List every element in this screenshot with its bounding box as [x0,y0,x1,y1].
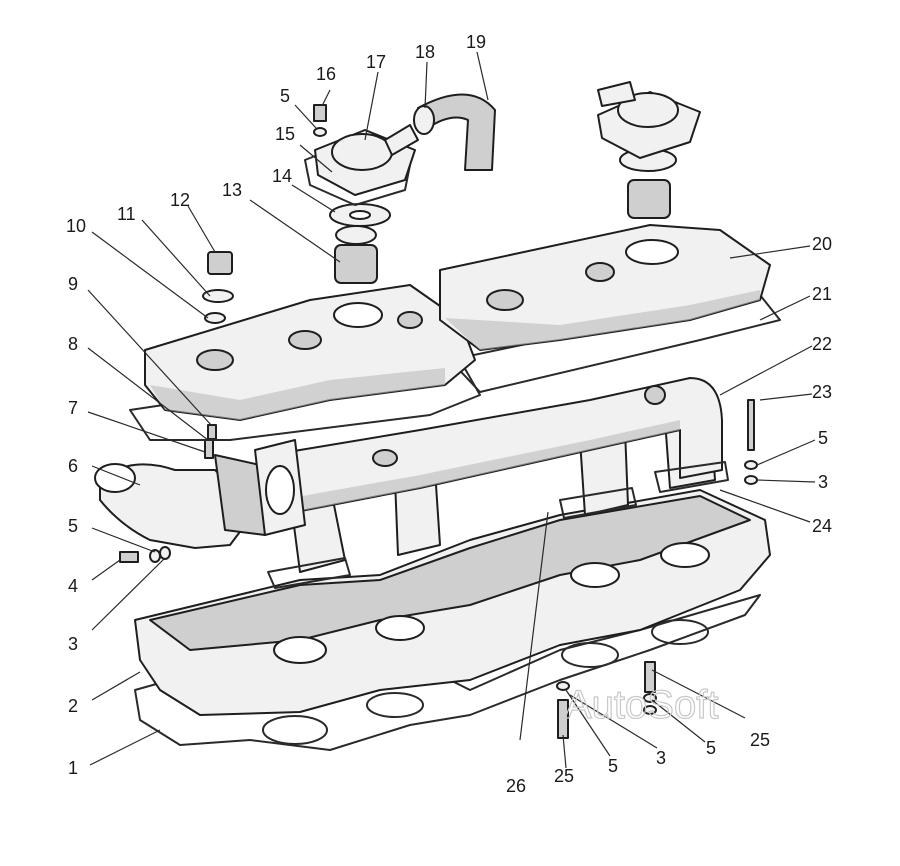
callout-15: 15 [275,124,295,144]
pipe-boss [644,385,666,405]
gasket-port [651,619,709,645]
callout-24: 24 [812,516,832,536]
cover-boss [288,330,322,350]
cover-boss [486,289,524,311]
breather-opening [625,239,679,265]
cover-boss [196,349,234,371]
washer-3-right [744,475,758,485]
breather-dome-right [617,92,679,128]
bolt-4 [119,551,139,563]
manifold-port [660,542,710,568]
riser-gasket [267,557,351,589]
stud-26 [519,511,549,741]
riser-gasket [654,461,729,493]
breather-spout-right [597,81,636,107]
callout-2: 2 [68,696,78,716]
callout-1: 1 [68,758,78,778]
breather-dome [331,133,393,171]
callout-7: 7 [68,398,78,418]
callout-10: 10 [66,216,86,236]
breather-filter [334,244,378,284]
callout-25: 25 [750,730,770,750]
callout-8: 8 [68,334,78,354]
callout-26: 26 [506,776,526,796]
gasket-port [366,692,424,718]
callout-5-b: 5 [280,86,290,106]
washer-5-right [744,460,758,470]
flange-stud [204,439,214,459]
cover-right-shade [445,290,760,350]
breather-filter-right [627,179,671,219]
callout-5-d: 5 [706,738,716,758]
washer-3-lower [643,705,657,715]
callout-21: 21 [812,284,832,304]
flange-bore [265,465,295,515]
callout-18: 18 [415,42,435,62]
watermark: AutoSoft [565,683,718,727]
callout-25-b: 25 [554,766,574,786]
callout-13: 13 [222,180,242,200]
callout-17: 17 [366,52,386,72]
pipe-shading [280,420,680,515]
cover-boss [397,311,423,329]
stud-25 [644,661,656,693]
callout-19: 19 [466,32,486,52]
callout-3: 3 [68,634,78,654]
breather-hose [417,93,496,171]
washer-3-left [159,546,171,560]
callout-4: 4 [68,576,78,596]
callout-5-c: 5 [818,428,828,448]
elbow-opening [94,463,136,493]
callout-23: 23 [812,382,832,402]
cover-left-shade [150,368,445,420]
leader-lines [87,51,816,769]
callout-3-b: 3 [818,472,828,492]
callout-11: 11 [117,204,136,224]
bolt-16 [313,104,327,122]
manifold-port [375,615,425,641]
callout-12: 12 [170,190,190,210]
filler-seal-10 [204,312,226,324]
washer-5-lower [643,693,657,703]
manifold-flange [149,495,751,651]
gasket-port [262,715,328,745]
breather-filter-ring [335,225,377,245]
manifold-port [570,562,620,588]
callout-20: 20 [812,234,832,254]
washer-5-b [556,681,570,691]
callout-14: 14 [272,166,292,186]
breather-opening [333,302,383,328]
callout-5-e: 5 [608,756,618,776]
manifold-port [273,636,327,664]
filler-seal-11 [202,289,234,303]
callout-22: 22 [812,334,832,354]
gasket-port [561,642,619,668]
hose-clamp [413,105,435,135]
cover-boss [585,262,615,282]
breather-spout [384,124,419,156]
flange-stud [207,424,217,440]
callout-9: 9 [68,274,78,294]
callout-5: 5 [68,516,78,536]
washer-5 [313,127,327,137]
breather-washer-hole [349,210,371,220]
pipe-boss [372,449,398,467]
callout-3-c: 3 [656,748,666,768]
filler-plug [207,251,233,275]
riser-gasket [559,487,637,519]
bolt-23 [747,399,755,451]
callout-16: 16 [316,64,336,84]
callout-6: 6 [68,456,78,476]
